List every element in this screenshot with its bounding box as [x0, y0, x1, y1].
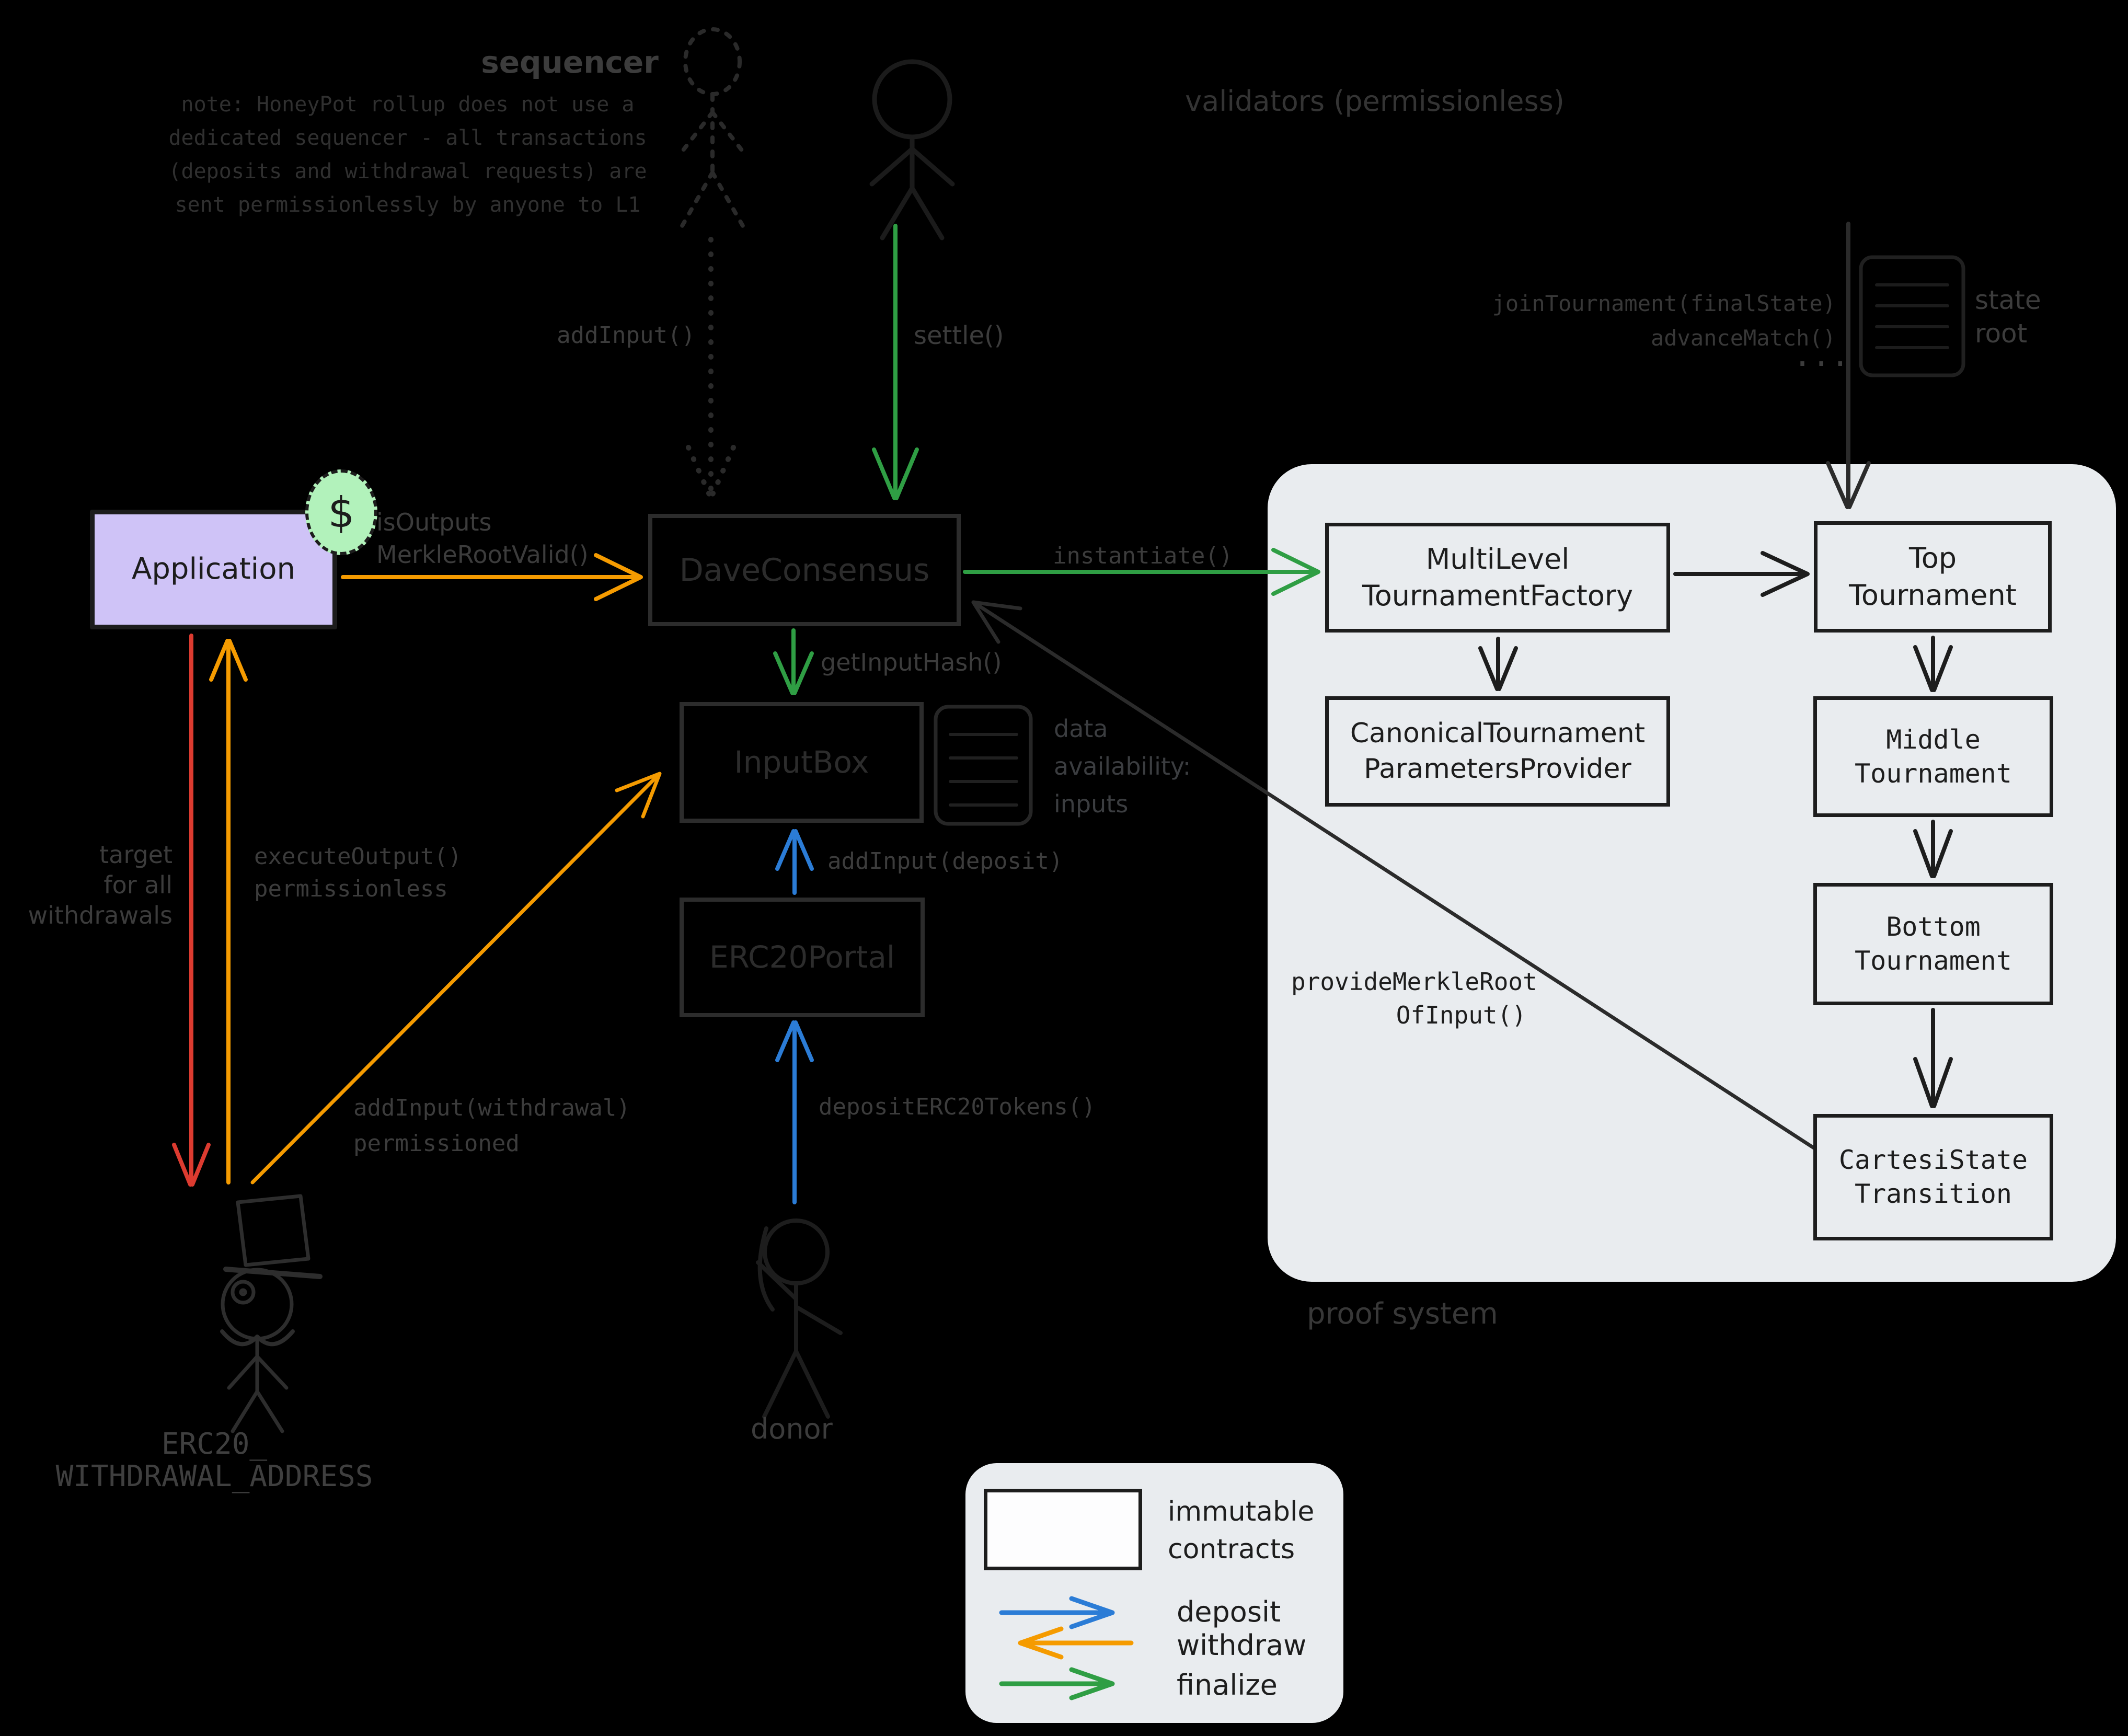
factory-to-canonical-arrow [1478, 637, 1518, 691]
canonical-box: CanonicalTournament ParametersProvider [1325, 696, 1670, 807]
bottom-to-cartesi-arrow [1913, 1008, 1953, 1108]
sequencer-title: sequencer [481, 44, 659, 80]
add-input-withdrawal-arrow [250, 772, 662, 1185]
legend-swatch [984, 1489, 1142, 1570]
add-input-withdrawal-label: addInput(withdrawal) permissioned [353, 1095, 630, 1157]
money-icon: $ [305, 469, 377, 555]
inputs-data-icon [934, 705, 1033, 826]
add-input-label: addInput() [557, 322, 695, 349]
settle-label: settle() [914, 321, 1004, 350]
dave-consensus-box: DaveConsensus [648, 514, 961, 626]
cartesi-state-box: CartesiState Transition [1813, 1114, 2053, 1240]
get-input-hash-arrow [773, 628, 814, 695]
join-tournament-label: joinTournament(finalState) advanceMatch(… [1492, 291, 1836, 351]
add-input-dotted-arrow [686, 237, 736, 497]
factory-to-top-arrow [1673, 551, 1810, 597]
legend-deposit-label: deposit [1177, 1595, 1281, 1628]
validators-figure [869, 59, 955, 240]
deposit-erc20-arrow [775, 1020, 814, 1204]
legend-withdraw-label: withdraw [1177, 1629, 1307, 1662]
donor-figure [756, 1218, 843, 1419]
legend-deposit-arrow [999, 1596, 1115, 1629]
deposit-erc20-label: depositERC20Tokens() [819, 1094, 1096, 1120]
state-root-icon [1859, 255, 1965, 377]
sequencer-ghost-figure [676, 27, 749, 228]
top-to-middle-arrow [1913, 636, 1953, 692]
validators-label: validators (permissionless) [1185, 85, 1565, 118]
target-withdrawals-arrow [172, 634, 211, 1187]
instantiate-label: instantiate() [1053, 543, 1233, 569]
execute-output-label: executeOutput() permissionless [254, 843, 462, 902]
application-box: Application [90, 510, 337, 629]
factory-box: MultiLevel TournamentFactory [1325, 523, 1670, 633]
donor-label: donor [751, 1412, 833, 1445]
instantiate-arrow [963, 548, 1320, 596]
proof-system-label: proof system [1307, 1297, 1498, 1331]
state-root-label: state root [1975, 285, 2041, 349]
top-tournament-box: Top Tournament [1814, 521, 2052, 633]
legend-withdraw-arrow [1018, 1626, 1134, 1660]
legend-finalize-arrow [999, 1667, 1115, 1700]
join-tournament-arrow [1826, 222, 1871, 509]
middle-to-bottom-arrow [1913, 820, 1953, 878]
withdrawal-address-label: ERC20_ WITHDRAWAL_ADDRESS [55, 1427, 373, 1493]
bottom-tournament-box: Bottom Tournament [1813, 883, 2053, 1005]
is-outputs-label: isOutputs MerkleRootValid() [376, 508, 589, 569]
data-availability-label: data availability: inputs [1054, 715, 1191, 818]
legend-finalize-label: finalize [1177, 1669, 1278, 1701]
is-outputs-arrow [341, 553, 643, 601]
add-input-deposit-label: addInput(deposit) [827, 848, 1063, 875]
get-input-hash-label: getInputHash() [821, 648, 1002, 676]
add-input-deposit-arrow [775, 829, 814, 895]
settle-arrow [872, 224, 919, 500]
erc20-portal-box: ERC20Portal [680, 898, 925, 1017]
legend-immutable-label: immutable contracts [1168, 1496, 1315, 1565]
input-box: InputBox [680, 702, 924, 823]
middle-tournament-box: Middle Tournament [1813, 696, 2053, 817]
target-withdrawals-label: target for all withdrawals [28, 841, 172, 929]
execute-output-arrow [209, 639, 248, 1185]
ellipsis-label: ... [1793, 337, 1850, 374]
provide-merkle-root-label: provideMerkleRoot OfInput() [1291, 968, 1537, 1029]
withdrawal-address-figure [220, 1194, 323, 1433]
provide-merkle-root-arrow [971, 600, 1818, 1151]
sequencer-note: note: HoneyPot rollup does not use a ded… [168, 93, 647, 217]
money-symbol: $ [328, 488, 355, 537]
